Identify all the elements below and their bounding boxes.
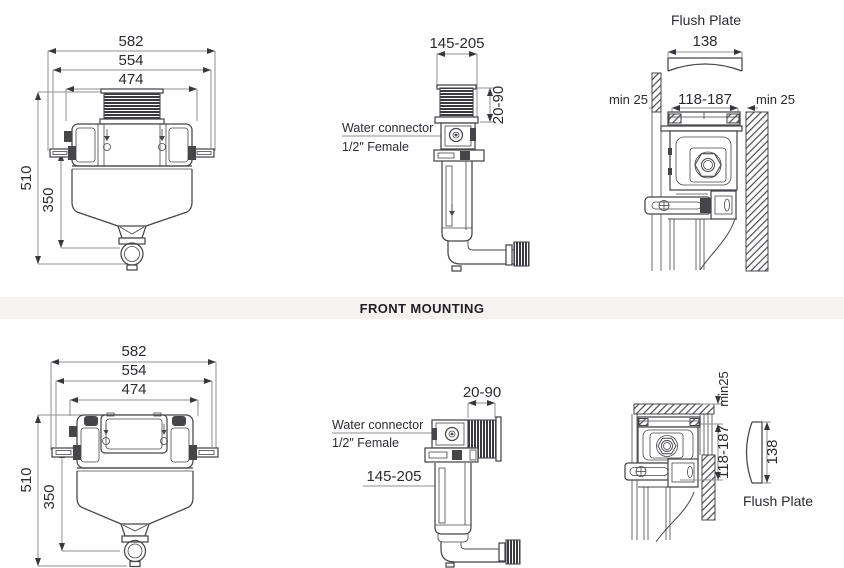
dim-depth-range: 145-205 [366, 468, 421, 485]
dim-opening-range: 118-187 [715, 425, 732, 479]
dim-shaft-depth: 20-90 [490, 86, 507, 124]
flush-plate-label: Flush Plate [671, 12, 741, 28]
dim-min-left: min 25 [609, 92, 648, 107]
dim-width-mid: 554 [121, 362, 146, 379]
cistern-side [433, 84, 530, 272]
dim-height-total: 510 [20, 467, 35, 492]
mounting-rail [424, 447, 479, 463]
mounting-rail [433, 149, 485, 162]
dim-shaft-depth: 20-90 [463, 384, 501, 401]
outlet-elbow [447, 241, 514, 265]
dimension-lines [649, 49, 758, 114]
dim-plate-width: 138 [692, 33, 717, 50]
dimension-lines [35, 48, 216, 265]
water-connector-label: Water connector [342, 121, 433, 135]
left-wall [651, 72, 662, 113]
dim-min-right: min 25 [756, 92, 795, 107]
dimension-lines [680, 394, 771, 484]
flush-plate [745, 421, 763, 484]
water-connector-size: 1/2" Female [342, 140, 409, 154]
cistern-front [51, 412, 219, 568]
hex-nut [657, 437, 677, 455]
dim-height-outlet: 350 [40, 187, 57, 212]
top-wall-section-drawing: Flush Plate 138 min 25 118-187 min 25 [609, 12, 795, 272]
dim-height-total: 510 [20, 165, 35, 190]
water-connector [444, 426, 460, 442]
wall [633, 403, 715, 415]
front-mounting-wall-section-drawing: min25 118-187 138 Flush Plate [624, 371, 813, 543]
hex-nut [694, 153, 722, 177]
cistern-front [49, 88, 215, 271]
top-front-view-drawing: 582 554 474 510 350 [20, 33, 216, 271]
section-band: FRONT MOUNTING [0, 297, 844, 319]
outlet-elbow [440, 542, 506, 563]
dim-height-outlet: 350 [41, 484, 58, 509]
cistern-top-view [644, 111, 743, 271]
dim-width-outer: 582 [121, 343, 146, 360]
connector-block [431, 419, 469, 449]
dim-depth-range: 145-205 [429, 35, 484, 52]
water-connector-label: Water connector [332, 418, 423, 432]
flush-plate [667, 57, 743, 72]
dim-width-inner: 474 [118, 71, 143, 88]
dim-width-outer: 582 [118, 33, 143, 50]
right-wall [745, 111, 769, 272]
water-connector-size: 1/2" Female [332, 436, 399, 450]
wall-section [651, 72, 769, 272]
cistern-side [424, 416, 521, 568]
pipe-coupling [505, 539, 521, 565]
break-line [699, 218, 736, 271]
front-mounting-front-view-drawing: 582 554 474 510 350 [20, 343, 219, 568]
front-mounting-side-view-drawing: 20-90 Water connector 1/2" Female 145-20… [332, 384, 521, 568]
dim-width-inner: 474 [121, 381, 146, 398]
dim-width-mid: 554 [118, 52, 143, 69]
access-shaft [439, 87, 474, 118]
cistern-top-view [624, 416, 701, 543]
body [441, 161, 473, 242]
break-line [655, 491, 695, 543]
body [434, 463, 472, 535]
section-title: FRONT MOUNTING [359, 300, 485, 316]
outlet-funnel [117, 225, 147, 239]
upper-body [71, 123, 193, 167]
lower-body [71, 169, 119, 227]
flush-plate-label: Flush Plate [743, 493, 813, 509]
dim-opening-range: 118-187 [678, 91, 732, 108]
pipe-coupling [513, 241, 530, 267]
dim-min-top: min25 [716, 371, 731, 406]
dim-plate-width: 138 [764, 439, 781, 464]
front-access-panel [100, 414, 168, 454]
left-fitting [69, 426, 77, 437]
dimension-lines [342, 51, 494, 137]
access-shaft [103, 91, 161, 120]
dimension-lines [35, 359, 217, 567]
water-connector [448, 127, 464, 143]
dimension-lines [332, 400, 496, 487]
top-side-view-drawing: 145-205 20-90 Water connector 1/2" Femal… [342, 35, 530, 272]
right-wall [701, 454, 716, 521]
left-fitting [64, 131, 72, 142]
connector-block [440, 122, 476, 150]
lower-body [76, 471, 122, 525]
